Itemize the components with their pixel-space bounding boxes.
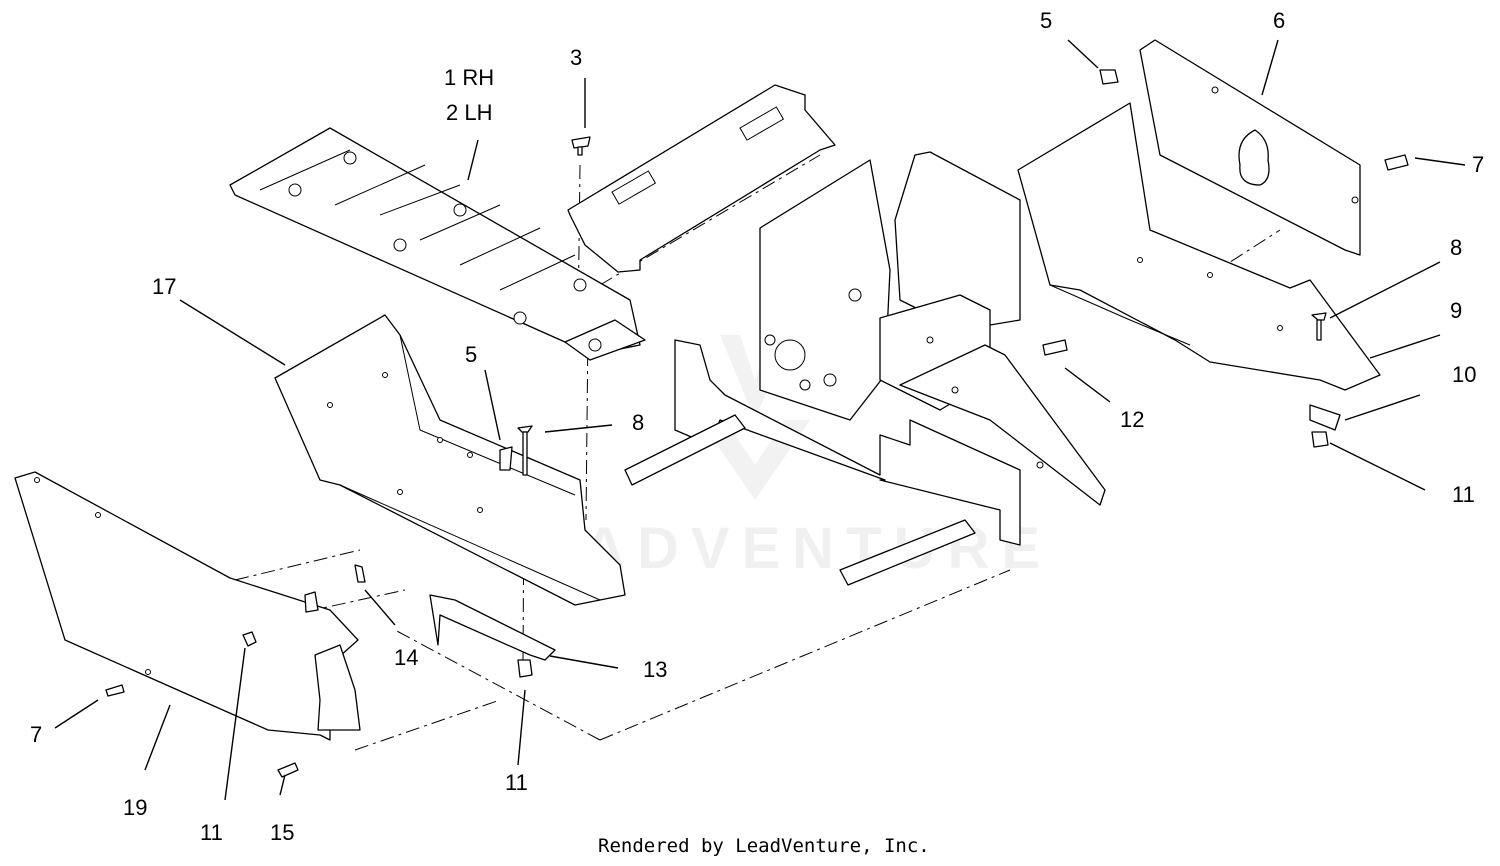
main-frame bbox=[567, 84, 1106, 586]
callout-13: 13 bbox=[643, 657, 667, 682]
fasteners-left bbox=[105, 136, 591, 778]
callout-9: 9 bbox=[1450, 298, 1462, 323]
fasteners-right bbox=[1042, 69, 1409, 448]
callout-10: 10 bbox=[1452, 362, 1476, 387]
callout-11-right: 11 bbox=[1452, 482, 1475, 507]
footrest-pad bbox=[229, 127, 646, 361]
side-panel-17 bbox=[274, 314, 626, 606]
callout-8-left: 8 bbox=[632, 410, 644, 435]
callout-15: 15 bbox=[270, 820, 294, 845]
lower-shield-19 bbox=[14, 471, 361, 741]
callout-11-left: 11 bbox=[200, 820, 223, 845]
callout-17: 17 bbox=[152, 274, 176, 299]
callout-5-left: 5 bbox=[465, 342, 477, 367]
callout-12: 12 bbox=[1120, 407, 1144, 432]
callout-8-right: 8 bbox=[1450, 235, 1462, 260]
callout-6: 6 bbox=[1273, 8, 1285, 33]
leader-lines bbox=[54, 39, 1466, 801]
seat-panel-6 bbox=[1139, 39, 1361, 256]
callout-2-lh: 2 LH bbox=[446, 100, 492, 125]
bracket-13 bbox=[429, 594, 556, 661]
callout-3: 3 bbox=[570, 45, 582, 70]
callout-14: 14 bbox=[394, 645, 418, 670]
callout-7-right: 7 bbox=[1472, 152, 1484, 177]
callout-7-left: 7 bbox=[30, 722, 42, 747]
callout-1-rh: 1 RH bbox=[444, 65, 494, 90]
callout-labels: 1 RH 2 LH 3 5 6 7 8 9 10 11 12 17 5 8 14… bbox=[30, 8, 1484, 845]
floor-pan-9 bbox=[1017, 102, 1381, 391]
callout-19: 19 bbox=[123, 795, 147, 820]
callout-5-right: 5 bbox=[1040, 8, 1052, 33]
callout-11-center: 11 bbox=[505, 770, 528, 795]
footer-credit: Rendered by LeadVenture, Inc. bbox=[598, 835, 930, 857]
